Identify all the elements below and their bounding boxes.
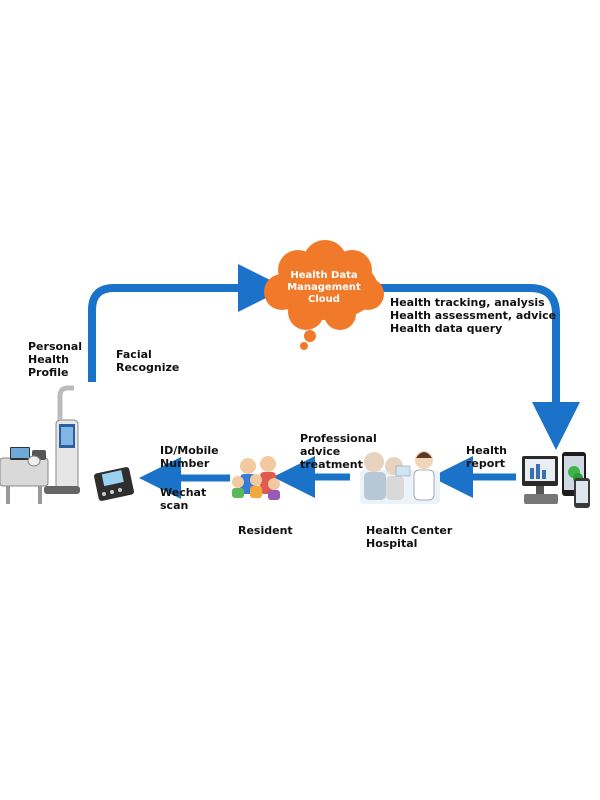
label-facial-recognize: Facial Recognize: [116, 348, 180, 374]
devices-illustration: [522, 452, 590, 508]
arrow-kiosk-to-cloud: [88, 264, 286, 382]
label-personal-health-profile: Personal Health Profile: [28, 340, 83, 379]
hospital-illustration: [360, 451, 440, 504]
card-reader-illustration: [94, 467, 134, 501]
family-illustration: [232, 456, 280, 500]
label-resident: Resident: [238, 524, 293, 537]
label-wechat-scan: Wechat scan: [160, 486, 207, 512]
label-cloud-services: Health tracking, analysis Health assessm…: [390, 296, 557, 335]
label-health-report: Health report: [466, 444, 507, 470]
label-id-mobile: ID/Mobile Number: [160, 444, 219, 470]
label-professional-advice: Professional advice treatment: [300, 432, 377, 471]
label-health-center: Health Center Hospital: [366, 524, 453, 550]
health-kiosk-illustration: [0, 385, 80, 504]
arrow-cloud-to-devices: [372, 284, 580, 450]
cloud-shape: [264, 240, 384, 350]
cloud-label: Health Data Management Cloud: [287, 270, 361, 305]
